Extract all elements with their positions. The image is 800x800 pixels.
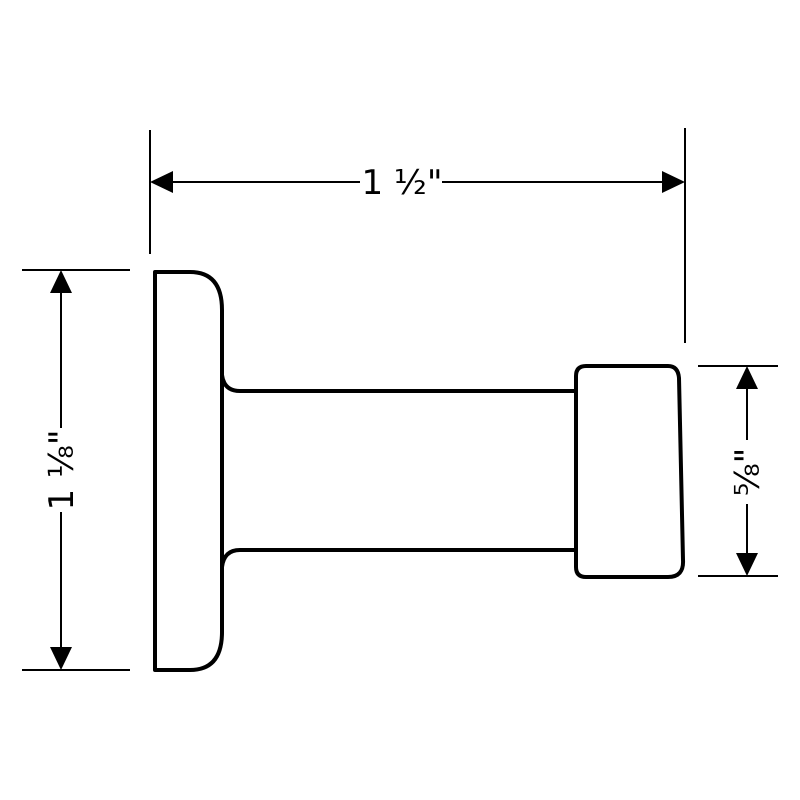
hook-outline xyxy=(153,270,686,672)
stem xyxy=(220,374,576,568)
cap-height-label: ⅝" xyxy=(728,448,768,497)
arrowhead-top xyxy=(736,366,758,389)
arrowhead-bottom xyxy=(50,647,72,670)
end-cap xyxy=(574,364,686,579)
arrowhead-bottom xyxy=(736,553,758,576)
base-height-dimension: 1 ⅛" xyxy=(22,269,130,671)
arrowhead-left xyxy=(150,171,173,193)
overall-depth-label: 1 ½" xyxy=(361,163,442,203)
arrowhead-top xyxy=(50,270,72,293)
overall-depth-dimension: 1 ½" xyxy=(149,128,686,343)
cap-height-dimension: ⅝" xyxy=(698,365,778,577)
base-height-label: 1 ⅛" xyxy=(42,429,82,510)
mounting-base xyxy=(153,270,224,672)
arrowhead-right xyxy=(662,171,685,193)
